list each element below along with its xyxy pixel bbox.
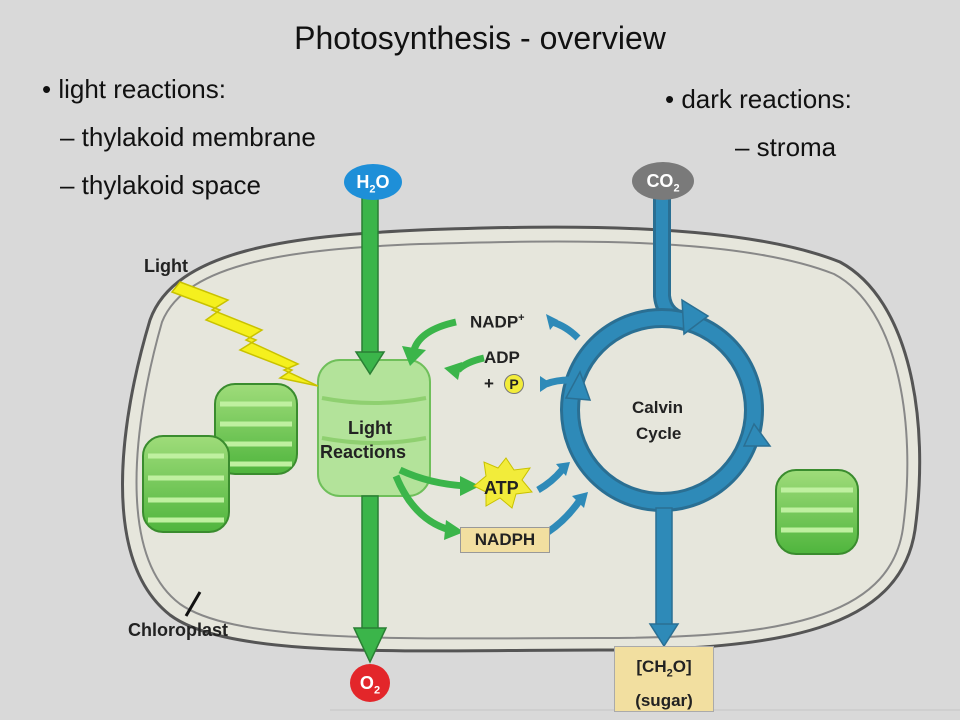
nadp-label: NADP+ xyxy=(470,312,525,332)
light-bolt xyxy=(170,281,319,387)
phosphate-badge: P xyxy=(504,374,524,394)
light-reactions-label-2: Reactions xyxy=(320,442,407,462)
bullet-dark-reactions: • dark reactions: xyxy=(665,84,852,114)
water-arrow-shaft xyxy=(361,197,379,359)
bullet-thylakoid-space: – thylakoid space xyxy=(60,170,261,200)
light-reactions-label-1: Light xyxy=(348,418,392,438)
bullet-thylakoid-membrane: – thylakoid membrane xyxy=(60,122,316,152)
page-title: Photosynthesis - overview xyxy=(294,20,666,56)
oxygen-arrow-head xyxy=(352,627,388,664)
water-arrow-head xyxy=(354,351,386,376)
nadph-box: NADPH xyxy=(460,527,550,553)
atp-star xyxy=(473,457,533,509)
o2-badge: O2 xyxy=(350,664,390,702)
atp-to-cycle-arrow xyxy=(536,467,565,494)
oxygen-arrow-shaft xyxy=(361,495,379,633)
chloroplast-pointer xyxy=(184,591,202,617)
chloroplast-label: Chloroplast xyxy=(128,620,229,640)
light-label: Light xyxy=(144,256,188,276)
calvin-label-1: Calvin xyxy=(632,398,684,417)
atp-label: ATP xyxy=(484,478,519,498)
calvin-label-2: Cycle xyxy=(636,424,682,443)
co2-badge: CO2 xyxy=(632,162,694,200)
bullet-light-reactions: • light reactions: xyxy=(42,74,226,104)
bullet-stroma: – stroma xyxy=(735,132,837,162)
nadph-to-cycle-arrow xyxy=(546,497,583,535)
granum-stack-left-front xyxy=(142,435,230,533)
atp-arrow xyxy=(398,466,467,490)
nadph-arrow xyxy=(392,474,452,534)
sugar-arrow-head xyxy=(648,623,680,648)
granum-stack-right xyxy=(775,469,859,555)
sugar-box: [CH2O] (sugar) xyxy=(614,646,714,712)
nadp-text: NADP xyxy=(470,312,519,332)
chloroplast-inner-membrane xyxy=(135,240,909,640)
nadp-return-arrow xyxy=(410,318,457,352)
granum-stack-left-back xyxy=(214,383,298,475)
adp-plus: + xyxy=(484,374,494,393)
adp-label: ADP xyxy=(484,348,520,367)
h2o-badge: H2O xyxy=(344,164,402,200)
sugar-arrow-shaft xyxy=(655,507,673,627)
